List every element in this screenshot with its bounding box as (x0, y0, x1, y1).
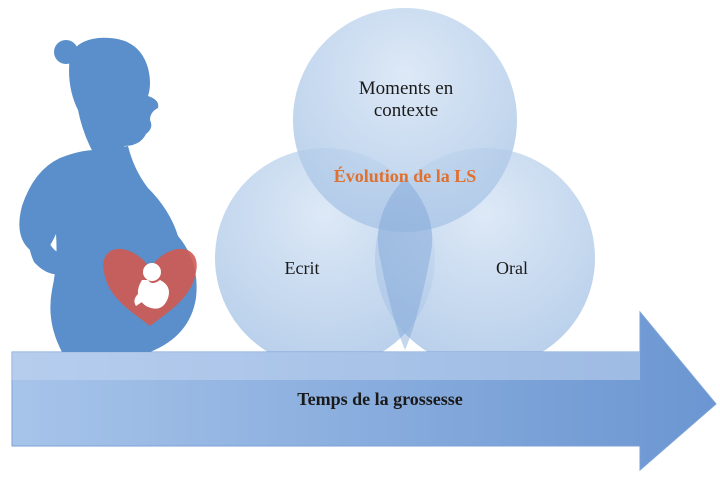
label-evolution: Évolution de la LS (333, 166, 477, 186)
label-moments-en-contexte: Moments en contexte (326, 78, 486, 122)
label-oral: Oral (496, 258, 528, 278)
circle-moments (293, 8, 517, 232)
label-moments-line1: Moments en (358, 78, 454, 99)
label-temps-grossesse: Temps de la grossesse (297, 389, 463, 409)
label-ecrit: Ecrit (284, 258, 320, 278)
venn-circles (215, 8, 595, 368)
circle-overlap (377, 178, 433, 350)
timeline-arrow (11, 310, 717, 472)
label-moments-line2: contexte (373, 100, 439, 121)
fetus-icon (134, 263, 169, 309)
